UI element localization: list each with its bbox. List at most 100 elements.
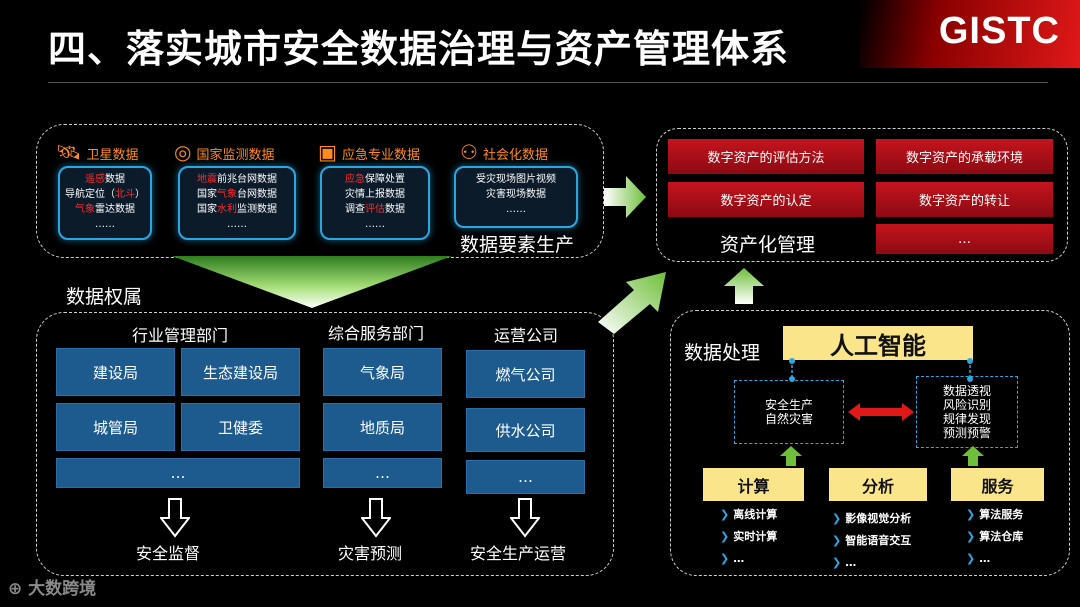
- up-arrow-icon: [724, 268, 764, 304]
- departments-panel: [36, 312, 614, 576]
- dept-head-service: 综合服务部门: [328, 324, 425, 343]
- up-arrow-icon: [780, 446, 802, 466]
- dept-box: …: [466, 460, 585, 494]
- scenario-text: 自然灾害: [764, 412, 813, 426]
- card-text: 灾害现场数据: [486, 189, 546, 200]
- satellite-icon: 🛰: [56, 140, 82, 164]
- dept-box: 建设局: [56, 348, 175, 396]
- page-title: 四、落实城市安全数据治理与资产管理体系: [48, 27, 790, 71]
- watermark: ⊕ 大数跨境: [8, 574, 96, 599]
- card-text: 调查: [345, 204, 365, 215]
- list-item: 算法仓库: [979, 530, 1024, 543]
- card-text: 国家: [197, 189, 217, 200]
- dept-head-operator: 运营公司: [494, 326, 559, 345]
- capability-text: 规律发现: [942, 412, 991, 426]
- card-text: ……: [365, 219, 385, 230]
- dept-box: 卫健委: [181, 403, 300, 451]
- card-text: 水利: [217, 204, 237, 215]
- dept-box: 气象局: [323, 348, 442, 396]
- capability-box: 数据透视 风险识别 规律发现 预测预警: [916, 376, 1018, 448]
- dept-box: …: [56, 458, 300, 488]
- list-item: …: [845, 556, 857, 569]
- card-text: 台网数据: [237, 189, 277, 200]
- card-text: 数据: [385, 204, 405, 215]
- down-arrow-icon: [172, 256, 452, 308]
- card-text: 应急: [345, 174, 365, 185]
- dept-box: …: [323, 458, 442, 488]
- card-text: 遥感: [85, 174, 105, 185]
- card-text: 前兆台网数据: [217, 174, 277, 185]
- asset-panel: [656, 128, 1068, 262]
- dept-box: 供水公司: [466, 408, 585, 452]
- list-item: 算法服务: [979, 508, 1024, 521]
- target-icon: ◎: [174, 140, 192, 164]
- asset-item: …: [876, 224, 1053, 254]
- diagonal-arrow-icon: [598, 272, 666, 334]
- card-text: 监测数据: [237, 204, 277, 215]
- asset-item: 数字资产的承载环境: [876, 139, 1053, 174]
- watermark-logo-icon: ⊕: [8, 579, 23, 599]
- scenario-text: 安全生产: [764, 398, 813, 412]
- folder-icon: ▣: [318, 140, 337, 164]
- processing-panel: [670, 310, 1070, 576]
- hollow-down-arrow-icon: [361, 498, 391, 538]
- list-item: 实时计算: [733, 530, 778, 543]
- result-supervision: 安全监督: [136, 544, 201, 563]
- card-satellite: 遥感数据 导航定位（北斗） 气象雷达数据 ……: [58, 166, 152, 240]
- logo-band: [860, 0, 1080, 68]
- card-text: 灾情上报数据: [345, 189, 405, 200]
- card-text: 气象: [75, 204, 95, 215]
- hollow-down-arrow-icon: [510, 498, 540, 538]
- capability-text: 数据透视: [942, 384, 991, 398]
- category-label: 社会化数据: [483, 148, 549, 163]
- title-divider: [48, 82, 1048, 83]
- asset-item: 数字资产的认定: [668, 182, 864, 217]
- list-item: 智能语音交互: [845, 534, 912, 547]
- asset-label: 资产化管理: [720, 234, 816, 256]
- ai-box: 人工智能: [783, 326, 973, 360]
- result-prediction: 灾害预测: [338, 544, 403, 563]
- card-text: ……: [227, 219, 247, 230]
- category-social: ⚇ 社会化数据: [460, 140, 548, 164]
- card-text: ）: [135, 189, 145, 200]
- right-arrow-icon: [604, 176, 646, 218]
- compute-box: 计算: [703, 468, 804, 501]
- processing-label: 数据处理: [684, 342, 761, 364]
- card-text: 数据: [105, 174, 125, 185]
- asset-item: 数字资产的评估方法: [668, 139, 864, 174]
- card-text: 北斗: [115, 189, 135, 200]
- watermark-text: 大数跨境: [28, 579, 97, 599]
- service-list: ❯算法服务 ❯算法仓库 ❯…: [966, 508, 1024, 565]
- card-text: 地震: [197, 174, 217, 185]
- double-arrow-icon: [848, 403, 914, 421]
- list-item: 离线计算: [733, 508, 778, 521]
- card-text: ……: [506, 204, 526, 215]
- card-social: 受灾现场图片视频 灾害现场数据 ……: [454, 166, 578, 228]
- production-label: 数据要素生产: [460, 234, 575, 256]
- result-operation: 安全生产运营: [470, 544, 567, 563]
- scenario-box: 安全生产 自然灾害: [734, 380, 844, 444]
- card-text: 气象: [217, 189, 237, 200]
- capability-text: 预测预警: [942, 426, 991, 440]
- gistc-logo: GISTC: [938, 10, 1060, 52]
- card-text: 保障处置: [365, 174, 405, 185]
- dept-box: 燃气公司: [466, 350, 585, 398]
- network-icon: ⚇: [460, 140, 478, 164]
- dept-box: 地质局: [323, 403, 442, 451]
- dept-box: 城管局: [56, 403, 175, 451]
- hollow-down-arrow-icon: [160, 498, 190, 538]
- list-item: …: [979, 552, 991, 565]
- category-label: 卫星数据: [86, 148, 139, 163]
- card-emergency: 应急保障处置 灾情上报数据 调查评估数据 ……: [320, 166, 430, 240]
- analysis-box: 分析: [829, 468, 927, 501]
- card-text: 雷达数据: [95, 204, 135, 215]
- card-text: 国家: [197, 204, 217, 215]
- analysis-list: ❯影像视觉分析 ❯智能语音交互 ❯…: [832, 512, 912, 569]
- capability-text: 风险识别: [942, 398, 991, 412]
- up-arrow-icon: [962, 446, 984, 466]
- card-text: 导航定位（: [65, 189, 115, 200]
- dept-box: 生态建设局: [181, 348, 300, 396]
- service-box: 服务: [951, 468, 1044, 501]
- category-emergency: ▣ 应急专业数据: [318, 140, 420, 164]
- card-text: ……: [95, 219, 115, 230]
